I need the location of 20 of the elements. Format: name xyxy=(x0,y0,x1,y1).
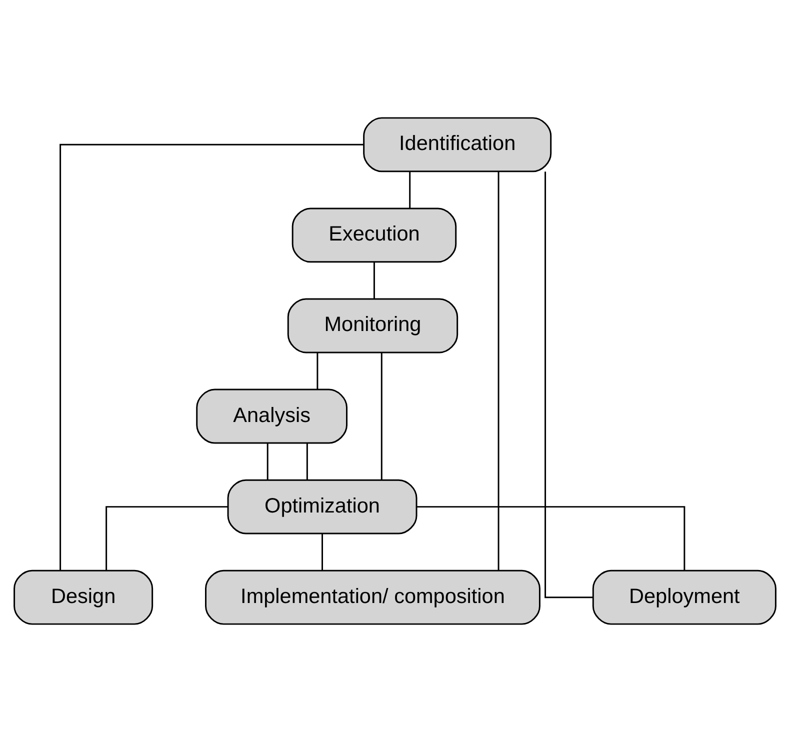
connector xyxy=(498,172,500,571)
connector xyxy=(106,506,228,570)
node-box: Optimization xyxy=(227,479,418,534)
connector xyxy=(306,443,308,480)
connector xyxy=(316,352,318,390)
connector xyxy=(544,172,593,598)
connector xyxy=(380,352,382,480)
node-box: Analysis xyxy=(196,388,348,444)
connector xyxy=(322,534,324,570)
node-box: Implementation/ composition xyxy=(205,570,540,625)
node-box: Deployment xyxy=(592,570,776,625)
connector xyxy=(373,262,375,299)
node-box: Execution xyxy=(292,208,457,263)
node-box: Design xyxy=(14,570,154,625)
connector xyxy=(416,506,686,570)
connector xyxy=(60,144,364,570)
connector xyxy=(266,443,268,480)
connector xyxy=(409,172,411,208)
node-box: Monitoring xyxy=(287,298,458,354)
node-box: Identification xyxy=(363,117,552,172)
